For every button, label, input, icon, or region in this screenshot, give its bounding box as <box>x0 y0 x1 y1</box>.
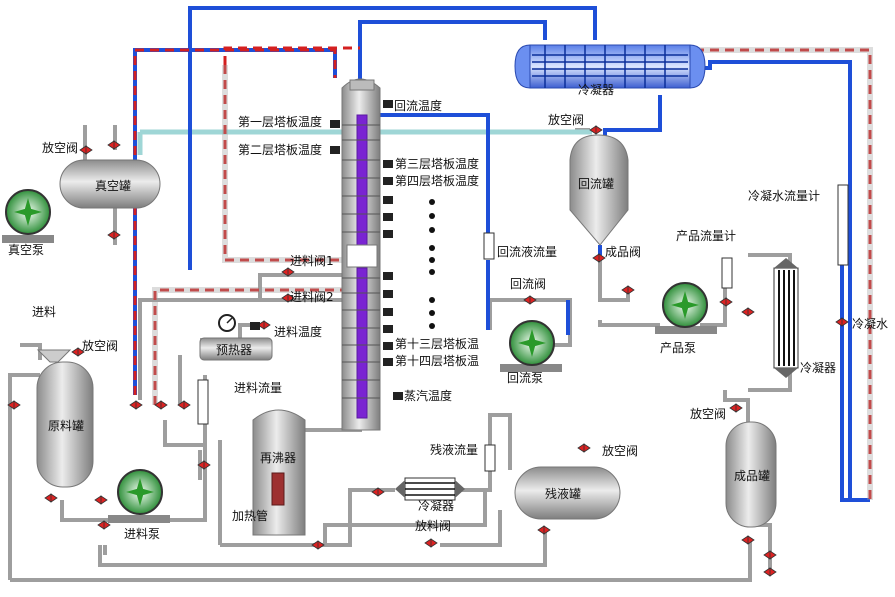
label-preheater: 预热器 <box>216 343 252 357</box>
label-tray2-temp: 第二层塔板温度 <box>238 142 322 157</box>
label-tray14-temp: 第十四层塔板温 <box>395 354 479 368</box>
pipes <box>8 6 873 582</box>
product-tank <box>725 421 777 528</box>
label-discharge-valve: 放料阀 <box>415 518 451 533</box>
label-reboiler: 再沸器 <box>260 451 296 465</box>
label-reflux-flow: 回流液流量 <box>497 244 557 259</box>
label-feed-pump: 进料泵 <box>124 527 160 541</box>
reflux-pump[interactable] <box>500 320 562 372</box>
preheater <box>199 337 273 361</box>
label-reflux-pump: 回流泵 <box>507 371 543 385</box>
label-product-pump: 产品泵 <box>660 341 696 355</box>
pressure-gauge-icon <box>218 314 236 332</box>
reflux-tank <box>569 134 629 246</box>
residue-tank <box>514 466 621 520</box>
label-heating-tube: 加热管 <box>232 508 268 523</box>
label-feed-valve2: 进料阀2 <box>290 290 334 304</box>
label-product-tank: 成品罐 <box>734 469 770 483</box>
feed-tank <box>36 349 94 488</box>
label-vent-valve-vacuum: 放空阀 <box>42 140 78 155</box>
label-vent-valve-residue: 放空阀 <box>602 443 638 458</box>
label-reflux-tank: 回流罐 <box>578 177 614 191</box>
valves[interactable] <box>7 125 849 577</box>
labels: 真空泵 真空罐 放空阀 第一层塔板温度 第二层塔板温度 第三层塔板温度 第四层塔… <box>8 82 888 541</box>
label-product-valve: 成品阀 <box>605 245 641 259</box>
label-condenser-residue: 冷凝器 <box>418 498 454 513</box>
label-product-flowmeter: 产品流量计 <box>676 229 736 243</box>
ellipsis-dots <box>429 199 435 329</box>
vacuum-pump[interactable] <box>2 189 54 243</box>
label-feed: 进料 <box>32 305 56 319</box>
top-condenser <box>514 44 706 89</box>
product-pump[interactable] <box>655 282 717 334</box>
label-vent-valve-product: 放空阀 <box>690 406 726 421</box>
label-condenser-product: 冷凝器 <box>800 360 836 375</box>
reboiler <box>252 409 306 536</box>
label-feed-valve1: 进料阀1 <box>290 254 334 268</box>
label-vacuum-tank: 真空罐 <box>95 179 131 193</box>
label-tray3-temp: 第三层塔板温度 <box>395 156 479 171</box>
residue-condenser <box>395 477 465 501</box>
label-steam-temp: 蒸汽温度 <box>404 388 452 403</box>
label-condenser-top: 冷凝器 <box>578 82 614 97</box>
label-reflux-valve: 回流阀 <box>510 277 546 291</box>
label-vacuum-pump: 真空泵 <box>8 243 44 257</box>
label-cooling-water: 冷凝水 <box>852 316 888 331</box>
feed-pump[interactable] <box>108 469 170 523</box>
temperature-sensors <box>250 100 403 400</box>
label-feed-tank: 原料罐 <box>48 419 84 433</box>
label-residue-tank: 残液罐 <box>545 486 581 501</box>
label-reflux-temp: 回流温度 <box>394 98 442 113</box>
product-condenser <box>773 258 799 378</box>
label-feed-flow: 进料流量 <box>234 381 282 395</box>
label-feed-temp: 进料温度 <box>274 324 322 339</box>
label-vent-valve-reflux: 放空阀 <box>548 112 584 127</box>
label-tray13-temp: 第十三层塔板温 <box>395 337 479 351</box>
label-cw-flowmeter: 冷凝水流量计 <box>748 188 820 203</box>
distillation-column <box>341 78 381 431</box>
label-tray1-temp: 第一层塔板温度 <box>238 114 322 129</box>
vacuum-tank <box>59 159 161 209</box>
flowmeters <box>197 184 849 472</box>
label-vent-valve-feed: 放空阀 <box>82 338 118 353</box>
label-tray4-temp: 第四层塔板温度 <box>395 173 479 188</box>
label-residue-flow: 残液流量 <box>430 442 478 457</box>
